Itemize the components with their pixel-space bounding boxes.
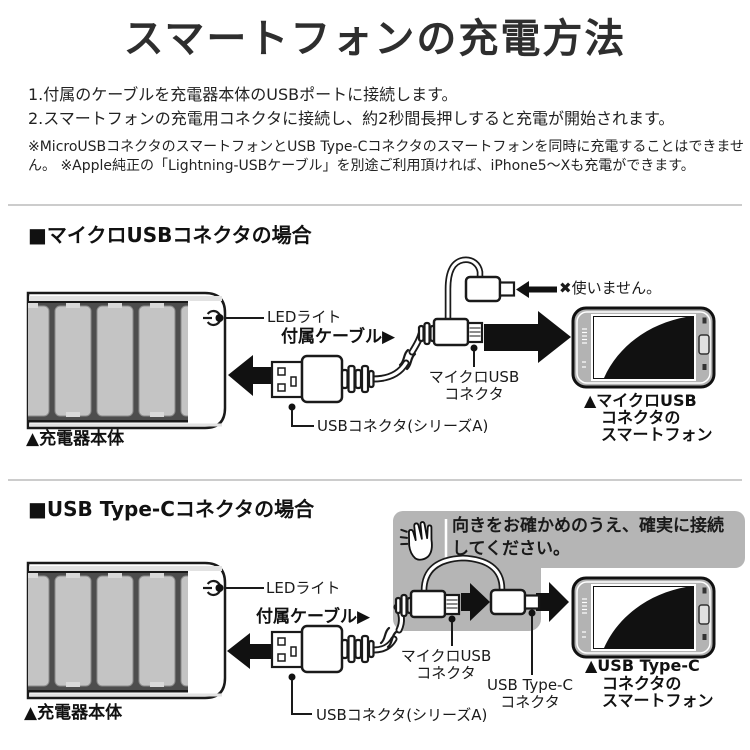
section-divider-1 bbox=[8, 204, 742, 206]
cable-label-1: 付属ケーブル▶ bbox=[281, 327, 396, 347]
led-label-1: LEDライト bbox=[267, 308, 342, 326]
phone-typec bbox=[571, 576, 716, 659]
charger-micro-section bbox=[13, 293, 264, 428]
led-label-2: LEDライト bbox=[266, 579, 341, 597]
phone-caption-1-line1: ▲マイクロUSB bbox=[584, 391, 697, 410]
phone-caption-2-line3: スマートフォン bbox=[602, 691, 714, 710]
cable-label-2: 付属ケーブル▶ bbox=[256, 607, 371, 627]
typec-connector-label: USB Type-C コネクタ bbox=[487, 676, 573, 711]
heading-micro-usb: ■マイクロUSBコネクタの場合 bbox=[28, 223, 312, 247]
hand-caution-icon bbox=[399, 521, 433, 561]
micro-connector-label-2: マイクロUSB コネクタ bbox=[400, 647, 492, 682]
micro-connector-label-1: マイクロUSB コネクタ bbox=[428, 368, 520, 403]
usb-a-plug-1 bbox=[270, 354, 375, 404]
usb-a-label-2: USBコネクタ(シリーズA) bbox=[316, 706, 488, 724]
section-divider-2 bbox=[8, 479, 742, 481]
flow-arrows bbox=[227, 281, 571, 669]
cable-section-typec bbox=[370, 554, 506, 654]
charger-typec-section bbox=[13, 563, 264, 698]
usb-a-plug-2 bbox=[270, 624, 375, 674]
typec-plug-1 bbox=[464, 275, 516, 303]
usb-a-label-1: USBコネクタ(シリーズA) bbox=[317, 417, 489, 435]
phone-micro bbox=[571, 306, 716, 389]
phone-caption-1-line3: スマートフォン bbox=[601, 425, 713, 444]
note-line-1: ※MicroUSBコネクタのスマートフォンとUSB Type-Cコネクタのスマー… bbox=[28, 139, 744, 155]
step-2: 2.スマートフォンの充電用コネクタに接続し、約2秒間長押しすると充電が開始されま… bbox=[28, 109, 675, 128]
step-1: 1.付属のケーブルを充電器本体のUSBポートに接続します。 bbox=[28, 85, 458, 104]
micro-plug-1 bbox=[417, 317, 484, 347]
leader-lines bbox=[288, 344, 536, 715]
callout-line-2: してください。 bbox=[452, 539, 570, 559]
page-title: スマートフォンの充電方法 bbox=[123, 16, 627, 62]
phone-caption-2-line2: コネクタの bbox=[602, 674, 682, 693]
not-used-label: ✖使いません。 bbox=[559, 279, 662, 297]
charger-caption-2: ▲充電器本体 bbox=[24, 703, 123, 723]
phone-caption-1-line2: コネクタの bbox=[601, 408, 681, 427]
charger-caption-1: ▲充電器本体 bbox=[26, 429, 125, 449]
micro-plug-2 bbox=[394, 589, 461, 619]
phone-caption-2-line1: ▲USB Type-C bbox=[585, 656, 700, 675]
heading-usb-type-c: ■USB Type-Cコネクタの場合 bbox=[28, 497, 315, 521]
callout-line-1: 向きをお確かめのうえ、確実に接続 bbox=[452, 516, 724, 536]
note-line-2: ん。 ※Apple純正の「Lightning-USBケーブル」を別途ご利用頂けれ… bbox=[28, 158, 695, 174]
